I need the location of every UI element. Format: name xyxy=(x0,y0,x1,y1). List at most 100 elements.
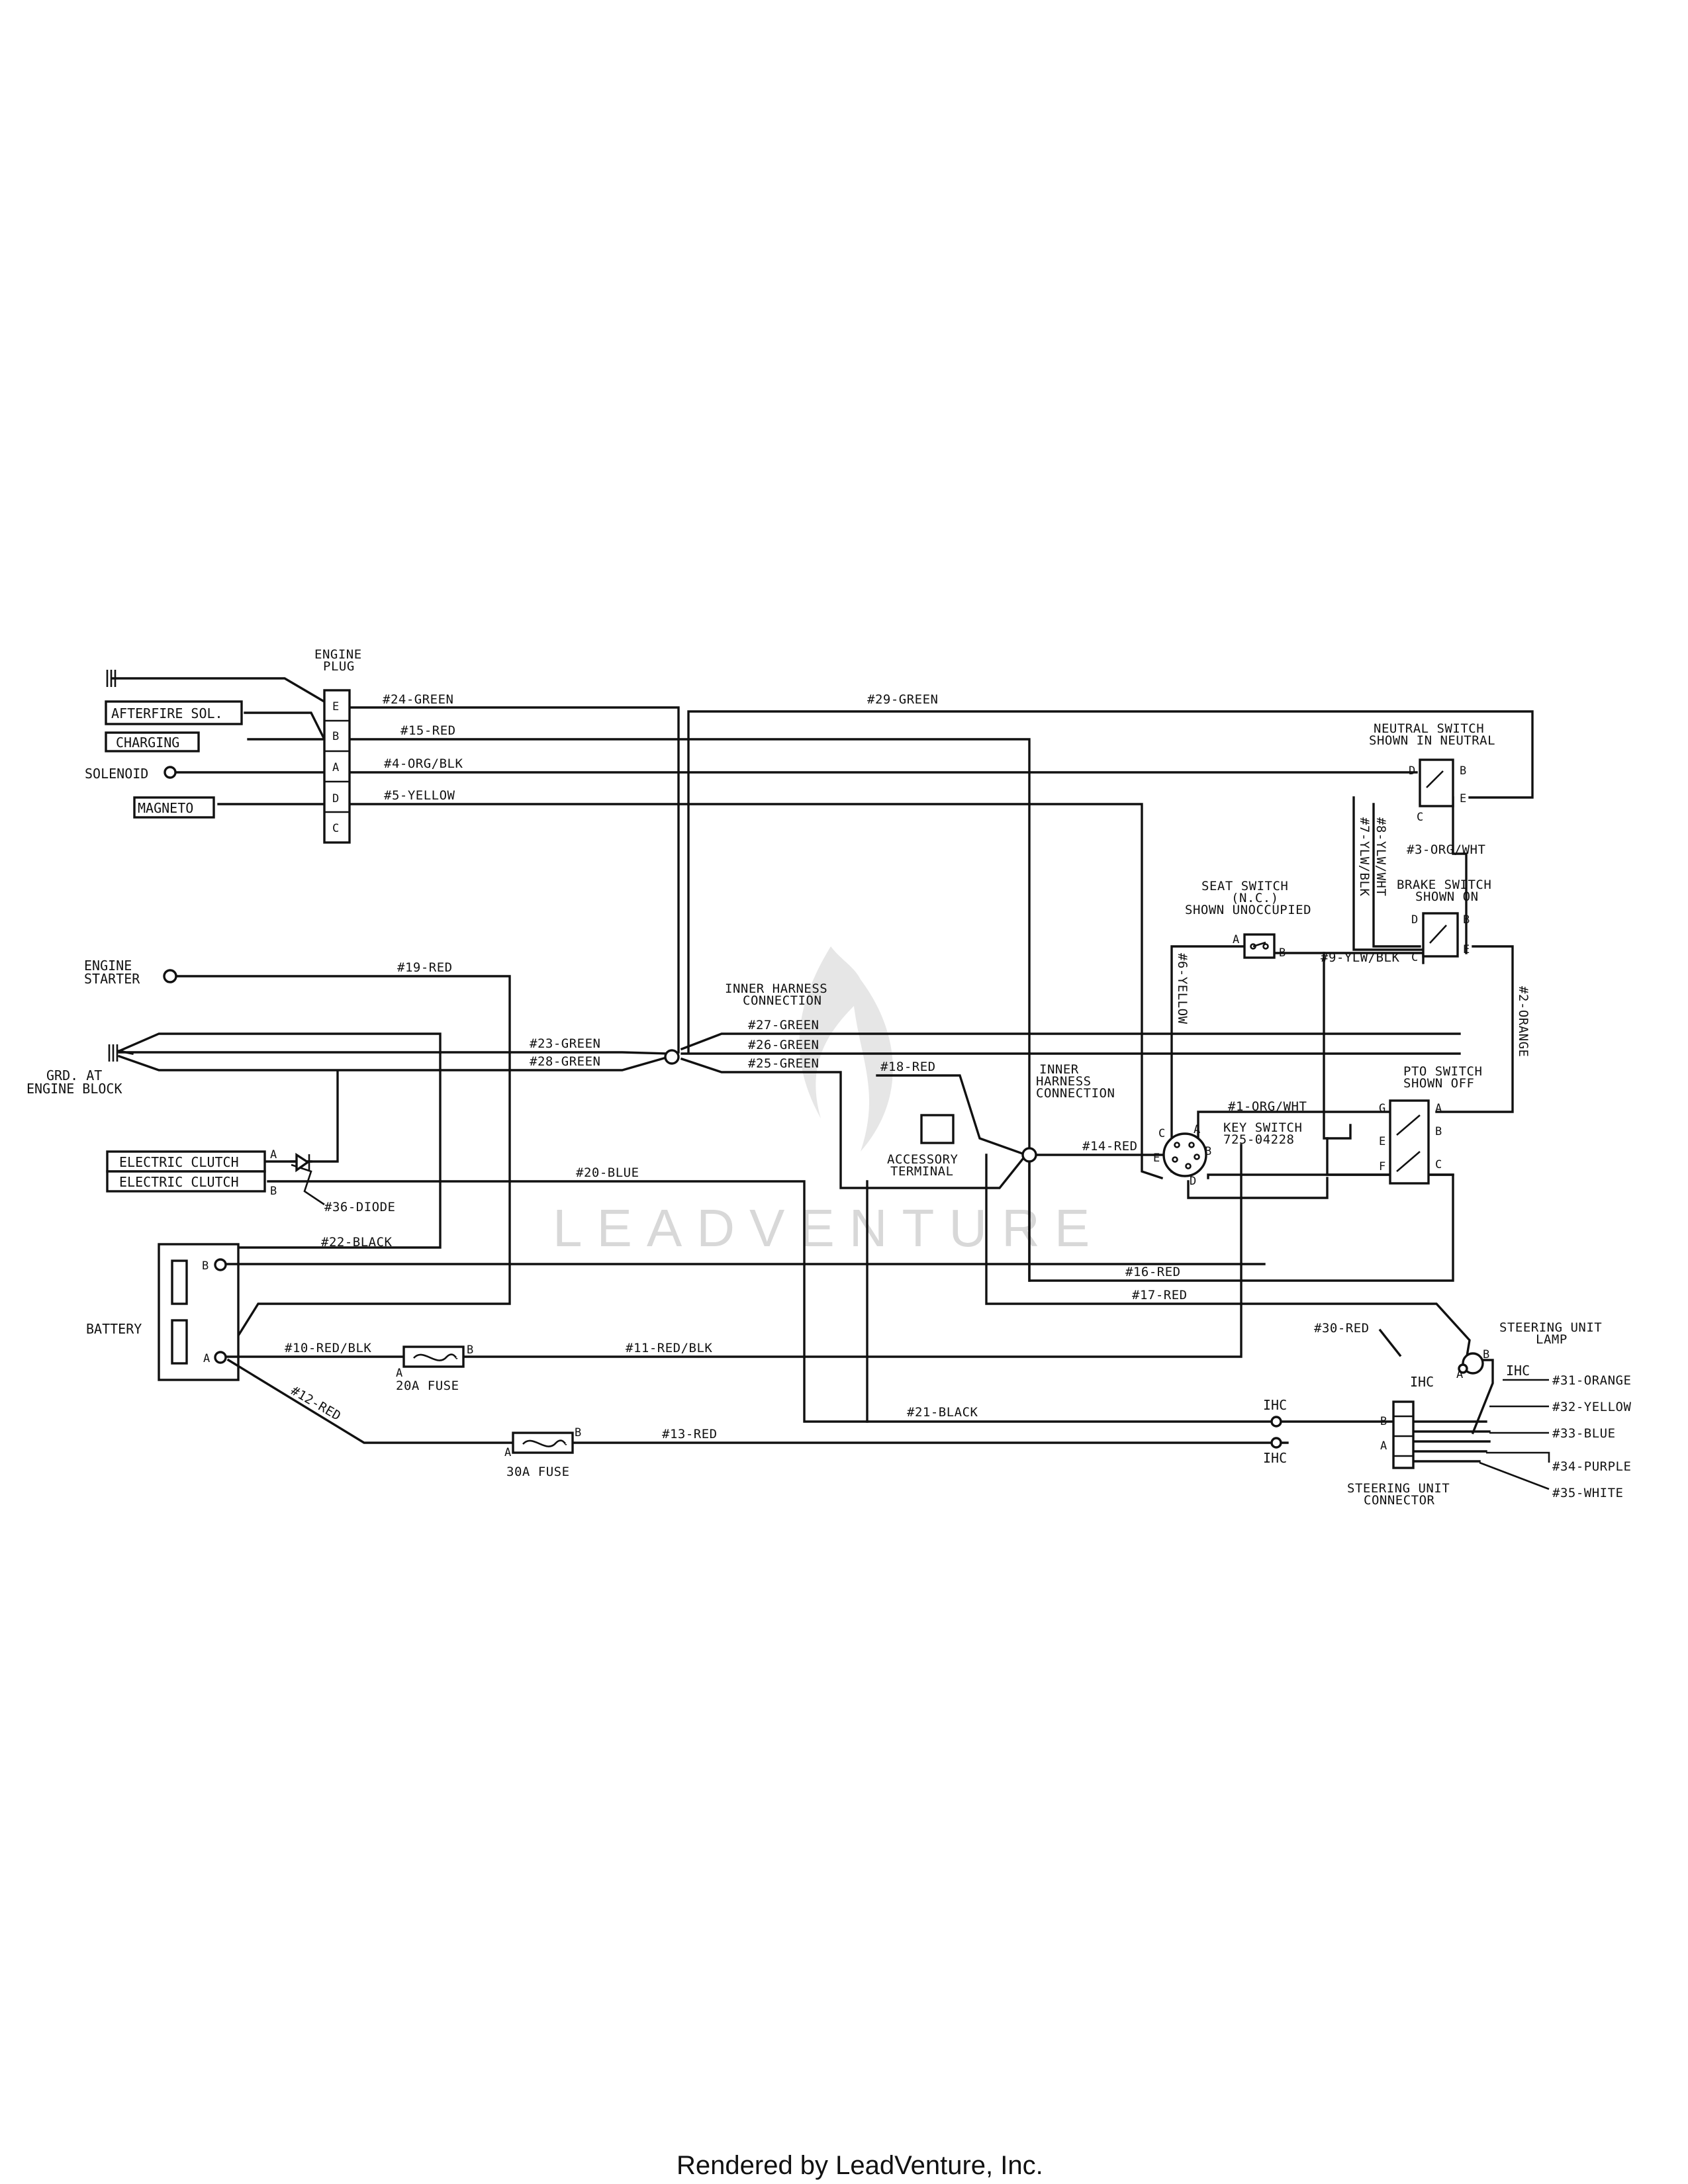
lamp-terminal-b: B xyxy=(1483,1348,1489,1361)
clutch-terminal-a: A xyxy=(270,1148,277,1161)
inner-harness-node-2 xyxy=(1021,1147,1037,1163)
key-switch-label-2: 725-04228 xyxy=(1223,1132,1294,1147)
wire-10-label: #10-RED/BLK xyxy=(285,1341,371,1355)
neutral-switch-label-1: NEUTRAL SWITCH xyxy=(1374,721,1484,736)
seat-switch: A B SEAT SWITCH (N.C.) SHOWN UNOCCUPIED xyxy=(1185,879,1311,960)
pto-switch-label-2: SHOWN OFF xyxy=(1403,1076,1474,1091)
wire-3-label: #3-ORG/WHT xyxy=(1407,842,1485,857)
fuse-30a-b: B xyxy=(575,1426,581,1439)
solenoid-label: SOLENOID xyxy=(85,766,148,782)
ihc-terminal-13 xyxy=(1270,1437,1282,1449)
footer-credit: Rendered by LeadVenture, Inc. xyxy=(677,2151,1043,2180)
wire-4-label: #4-ORG/BLK xyxy=(384,756,463,771)
brake-switch-label-2: SHOWN ON xyxy=(1415,889,1479,904)
steering-lamp-label-1: STEERING UNIT xyxy=(1499,1320,1602,1335)
accessory-terminal-label-2: TERMINAL xyxy=(890,1164,954,1179)
leadventure-logo-icon xyxy=(799,946,893,1152)
magneto-label: MAGNETO xyxy=(138,800,193,816)
electric-clutch-label-a: ELECTRIC CLUTCH xyxy=(119,1154,239,1170)
key-terminal-e: E xyxy=(1153,1152,1160,1165)
wire-15-label: #15-RED xyxy=(400,723,456,738)
ihc-label-lamp: IHC xyxy=(1506,1363,1530,1379)
watermark-text: LEADVENTURE xyxy=(553,1199,1104,1257)
wire-18-label: #18-RED xyxy=(880,1060,936,1074)
magneto-box xyxy=(133,796,215,819)
wire-26-label: #26-GREEN xyxy=(748,1038,819,1052)
wire-33-label: #33-BLUE xyxy=(1552,1426,1616,1441)
battery-pos-terminal: A xyxy=(203,1352,210,1365)
afterfire-box xyxy=(105,700,243,725)
brake-terminal-b: B xyxy=(1463,913,1470,927)
key-terminal-a: A xyxy=(1194,1123,1200,1136)
clutch-terminal-b: B xyxy=(270,1185,277,1198)
wire-2-label: #2-ORANGE xyxy=(1516,986,1530,1057)
neutral-switch: D B C E NEUTRAL SWITCH SHOWN IN NEUTRAL xyxy=(1369,721,1495,824)
seat-switch-label-3: SHOWN UNOCCUPIED xyxy=(1185,903,1311,917)
engine-plug-pin-e: E xyxy=(332,700,339,713)
fuse-30a: A B 30A FUSE xyxy=(504,1426,581,1479)
seat-terminal-a: A xyxy=(1233,933,1239,946)
inner-harness-2-label-2: HARNESS xyxy=(1036,1074,1092,1089)
battery-label: BATTERY xyxy=(86,1321,142,1337)
pto-terminal-g: G xyxy=(1379,1102,1385,1115)
connector-terminal-a: A xyxy=(1380,1439,1387,1453)
pto-terminal-e: E xyxy=(1379,1135,1385,1148)
steering-connector-label-1: STEERING UNIT xyxy=(1347,1481,1450,1496)
wire-11-label: #11-RED/BLK xyxy=(626,1341,712,1355)
fuse-20a-a: A xyxy=(396,1367,402,1380)
neutral-terminal-e: E xyxy=(1460,792,1466,805)
engine-plug-pin-d: D xyxy=(332,792,339,805)
neutral-terminal-d: D xyxy=(1409,764,1415,778)
wire-16-label: #16-RED xyxy=(1125,1265,1181,1279)
neutral-terminal-b: B xyxy=(1460,764,1466,778)
key-terminal-d: D xyxy=(1190,1175,1196,1188)
leadventure-watermark: LEADVENTURE xyxy=(553,946,1104,1257)
pto-switch-label-1: PTO SWITCH xyxy=(1403,1064,1482,1079)
steering-unit-connector: B A STEERING UNIT CONNECTOR xyxy=(1347,1400,1450,1508)
wire-14-label: #14-RED xyxy=(1082,1139,1138,1154)
wire-27-label: #27-GREEN xyxy=(748,1018,819,1032)
ground-symbol-engine-block xyxy=(108,1044,118,1062)
fuse-20a-label: 20A FUSE xyxy=(396,1379,459,1393)
key-switch-label-1: KEY SWITCH xyxy=(1223,1120,1302,1135)
ground-label-2: ENGINE BLOCK xyxy=(26,1081,122,1097)
fuse-30a-label: 30A FUSE xyxy=(506,1465,570,1479)
connector-terminal-b: B xyxy=(1380,1415,1387,1428)
engine-plug-label-2: PLUG xyxy=(323,659,355,674)
engine-plug-pin-b: B xyxy=(332,730,339,743)
charging-box xyxy=(105,731,200,752)
seat-switch-label-2: (N.C.) xyxy=(1231,891,1279,905)
wire-5-label: #5-YELLOW xyxy=(384,788,455,803)
pto-terminal-c: C xyxy=(1435,1158,1442,1171)
ihc-label-lamp-2: IHC xyxy=(1410,1374,1434,1390)
brake-terminal-d: D xyxy=(1411,913,1418,927)
electric-clutch-box-b xyxy=(106,1170,266,1193)
steering-unit-lamp: B A STEERING UNIT LAMP IHC IHC xyxy=(1410,1320,1602,1390)
ground-symbol-top xyxy=(106,670,119,687)
fuse-30a-a: A xyxy=(504,1446,511,1459)
wire-7-label: #7-YLW/BLK xyxy=(1357,817,1372,896)
battery-neg-post xyxy=(214,1258,227,1271)
battery-cell-bottom xyxy=(171,1319,188,1365)
wire-32-label: #32-YELLOW xyxy=(1552,1400,1631,1414)
seat-terminal-b: B xyxy=(1279,946,1286,960)
wire-20-label: #20-BLUE xyxy=(576,1165,639,1180)
afterfire-label: AFTERFIRE SOL. xyxy=(111,705,223,721)
brake-switch: D B C E BRAKE SWITCH SHOWN ON xyxy=(1397,878,1491,964)
wire-17-label: #17-RED xyxy=(1132,1288,1188,1302)
ihc-label-13: IHC xyxy=(1263,1450,1287,1466)
wire-36-label: #36-DIODE xyxy=(324,1200,395,1214)
accessory-terminal-box xyxy=(920,1114,955,1144)
electric-clutch-label-b: ELECTRIC CLUTCH xyxy=(119,1174,239,1190)
wire-12-label: #12-RED xyxy=(289,1383,344,1424)
steering-lamp-label-2: LAMP xyxy=(1536,1332,1568,1347)
engine-starter-terminal xyxy=(163,969,177,983)
wire-23-label: #23-GREEN xyxy=(530,1036,600,1051)
wire-29-label: #29-GREEN xyxy=(867,692,938,707)
wire-24-label: #24-GREEN xyxy=(383,692,453,707)
inner-harness-1-label-1: INNER HARNESS xyxy=(725,981,827,996)
fuse-20a: A B 20A FUSE xyxy=(396,1343,473,1393)
wire-31-label: #31-ORANGE xyxy=(1552,1373,1631,1388)
engine-plug: E B A D C ENGINE PLUG xyxy=(314,647,361,844)
wire-35-label: #35-WHITE xyxy=(1552,1486,1623,1500)
